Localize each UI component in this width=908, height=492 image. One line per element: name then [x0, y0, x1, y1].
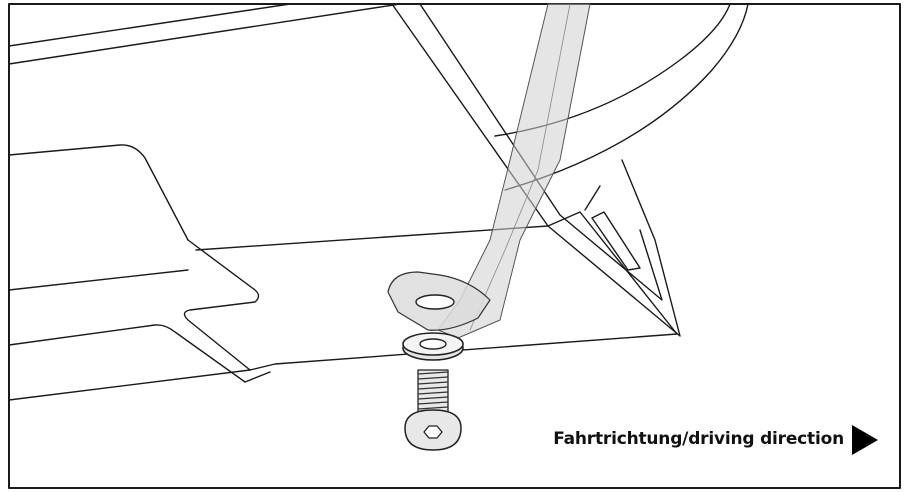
outer-border [8, 3, 901, 489]
top-body-panel [8, 3, 401, 65]
ring-cable-lug-icon [387, 271, 491, 331]
chassis-outline [8, 144, 678, 401]
button-head-hex-screw-icon [404, 369, 462, 451]
blade [391, 3, 681, 337]
washer-icon [402, 332, 464, 361]
driving-direction-label: Fahrtrichtung/driving direction [553, 429, 844, 449]
right-triangle-arrow-icon [852, 425, 878, 455]
